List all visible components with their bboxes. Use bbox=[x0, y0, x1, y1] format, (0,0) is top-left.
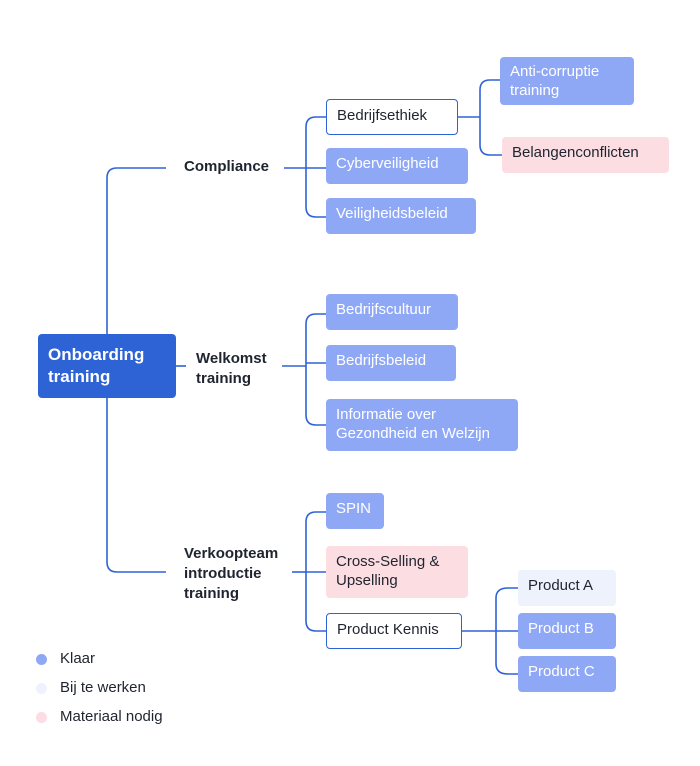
node-bedrijfsbeleid-label: Bedrijfsbeleid bbox=[336, 352, 427, 369]
branch-compliance-label: Compliance bbox=[184, 158, 270, 175]
node-product-b-label: Product B bbox=[528, 620, 594, 637]
branch-compliance[interactable]: Compliance bbox=[184, 157, 269, 177]
branch-verkoop-label: Verkoopteam introductie training bbox=[184, 545, 279, 602]
legend-label-bij-te-werken: Bij te werken bbox=[60, 679, 146, 696]
legend-label-klaar: Klaar bbox=[60, 650, 96, 667]
connector-welkomst-spine bbox=[305, 313, 326, 426]
node-spin[interactable]: SPIN bbox=[326, 493, 384, 529]
node-cross-selling-label: Cross-Selling & Upselling bbox=[336, 553, 440, 589]
node-belangenconflicten[interactable]: Belangenconflicten bbox=[502, 137, 669, 173]
node-product-kennis[interactable]: Product Kennis bbox=[326, 613, 462, 649]
node-belangenconflicten-label: Belangenconflicten bbox=[512, 144, 639, 161]
root-label: Onboarding training bbox=[48, 345, 145, 386]
node-informatie-label: Informatie over Gezondheid en Welzijn bbox=[336, 406, 490, 442]
root-node[interactable]: Onboarding training bbox=[38, 334, 176, 398]
node-bedrijfscultuur-label: Bedrijfscultuur bbox=[336, 301, 432, 318]
node-veiligheidsbeleid[interactable]: Veiligheidsbeleid bbox=[326, 198, 476, 234]
connector-root-trunk bbox=[106, 167, 166, 334]
branch-verkoop[interactable]: Verkoopteam introductie training bbox=[184, 544, 278, 604]
node-bedrijfscultuur[interactable]: Bedrijfscultuur bbox=[326, 294, 458, 330]
node-bedrijfsethiek[interactable]: Bedrijfsethiek bbox=[326, 99, 458, 135]
branch-welkomst-label: Welkomst training bbox=[196, 350, 267, 387]
connector-compliance-spine bbox=[305, 116, 326, 218]
node-cross-selling[interactable]: Cross-Selling & Upselling bbox=[326, 546, 468, 598]
node-veiligheidsbeleid-label: Veiligheidsbeleid bbox=[336, 205, 448, 222]
node-bedrijfsethiek-label: Bedrijfsethiek bbox=[337, 107, 428, 124]
node-product-a-label: Product A bbox=[528, 577, 594, 594]
node-product-c-label: Product C bbox=[528, 663, 595, 680]
connector-root-trunk-down bbox=[106, 398, 166, 573]
node-anti-corruptie[interactable]: Anti-corruptie training bbox=[500, 57, 634, 105]
node-spin-label: SPIN bbox=[336, 500, 372, 517]
node-cyberveiligheid[interactable]: Cyberveiligheid bbox=[326, 148, 468, 184]
legend-dot-klaar bbox=[36, 654, 47, 665]
node-anti-corruptie-label: Anti-corruptie training bbox=[510, 63, 600, 99]
branch-welkomst[interactable]: Welkomst training bbox=[196, 349, 267, 389]
legend-label-materiaal-nodig: Materiaal nodig bbox=[60, 708, 163, 725]
connector-ethiek-spine bbox=[479, 79, 502, 156]
node-product-kennis-label: Product Kennis bbox=[337, 621, 439, 638]
legend-dot-bij-te-werken bbox=[36, 683, 47, 694]
node-informatie[interactable]: Informatie over Gezondheid en Welzijn bbox=[326, 399, 518, 451]
node-bedrijfsbeleid[interactable]: Bedrijfsbeleid bbox=[326, 345, 456, 381]
node-product-a[interactable]: Product A bbox=[518, 570, 616, 606]
node-cyberveiligheid-label: Cyberveiligheid bbox=[336, 155, 439, 172]
legend-dot-materiaal-nodig bbox=[36, 712, 47, 723]
node-product-b[interactable]: Product B bbox=[518, 613, 616, 649]
node-product-c[interactable]: Product C bbox=[518, 656, 616, 692]
